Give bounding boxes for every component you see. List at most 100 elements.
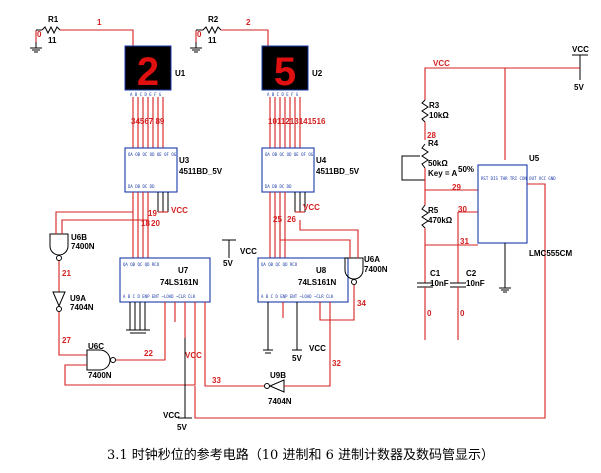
- figure-caption: 3.1 时钟秒位的参考电路（10 进制和 6 进制计数器及数码管显示）: [106, 448, 495, 463]
- vcc-label-555: VCC: [433, 59, 450, 68]
- bus-u2-u4: 1011213141516: [268, 97, 326, 148]
- u2-label: U2: [312, 69, 323, 78]
- u3-part: 4511BD_5V: [179, 167, 223, 176]
- resistor-r2: R2 11 2 0: [195, 15, 269, 48]
- u6a-part: 7400N: [364, 265, 388, 274]
- net-0-label-r2: 0: [197, 30, 202, 39]
- c1-value: 10nF: [430, 279, 449, 288]
- u7-label: U7: [178, 266, 189, 275]
- counter-u7: QA QB QC QD RCO A B C D ENP ENT ~LOAD ~C…: [119, 257, 211, 334]
- vcc-rail-decoders: 19 VCC 18 20 VCC 25 26 VCC 5V: [141, 203, 320, 268]
- resistor-r3: R3 10kΩ 28: [421, 99, 449, 140]
- u4-out-pins: OA OB OC OD OE OF OG: [265, 152, 314, 157]
- net-0-label-r1: 0: [37, 30, 42, 39]
- capacitor-c2: C2 10nF 0: [450, 245, 485, 340]
- u3-label: U3: [179, 156, 190, 165]
- net-28-label: 28: [427, 131, 436, 140]
- resistor-r1: R1 11 1 0: [35, 15, 134, 48]
- r4-value: 50kΩ: [428, 159, 448, 168]
- r1-value: 11: [48, 36, 57, 45]
- bus-u1-u3: 34567 89: [131, 97, 165, 148]
- u1-pin-labels: A B C D E F G: [130, 92, 162, 97]
- decoder-u4: OA OB OC OD OE OF OG DA DB DC DD U4 4511…: [261, 147, 360, 260]
- u4-part: 4511BD_5V: [316, 167, 360, 176]
- u1-digit: 2: [137, 50, 159, 94]
- timer-u5: RST DIS THR TRI CON OUT VCC GND U5 LMC55…: [477, 154, 572, 293]
- vcc-label-u7: VCC: [185, 351, 202, 360]
- net-19-label: 19: [148, 209, 157, 218]
- vcc-label-u8: VCC: [309, 344, 326, 353]
- r5-label: R5: [428, 206, 439, 215]
- vcc-label-u4: VCC: [303, 203, 320, 212]
- u8-q-pins: QA QB QC QD RCO: [261, 262, 298, 267]
- net-0-label-c1: 0: [427, 309, 432, 318]
- u9b-part: 7404N: [268, 397, 292, 406]
- u6b-part: 7400N: [71, 242, 95, 251]
- u3-bus-label: 34567 89: [131, 117, 165, 126]
- net-34-label: 34: [357, 299, 366, 308]
- net-25-label: 25: [273, 215, 282, 224]
- u7-q-pins: QA QB QC QD RCO: [123, 262, 160, 267]
- vcc-supply-bottom: VCC 5V: [163, 338, 192, 432]
- 5v-label-u8: 5V: [292, 354, 302, 363]
- u8-part: 74LS161N: [298, 278, 336, 287]
- net-33-label: 33: [212, 376, 221, 385]
- r5-value: 470kΩ: [428, 216, 453, 225]
- net-18-label: 18: [141, 219, 150, 228]
- net-21-label: 21: [62, 269, 71, 278]
- net-0-label-c2: 0: [460, 309, 465, 318]
- net-31-label: 31: [460, 237, 469, 246]
- seven-segment-display-u2: 5 A B C D E F G U2: [261, 45, 323, 97]
- nand-gate-u6c: U6C 7400N 22 VCC: [64, 302, 202, 386]
- r2-value: 11: [208, 36, 217, 45]
- ground-r2: [190, 42, 202, 53]
- u2-pin-labels: A B C D E F G: [267, 92, 299, 97]
- counter-u8: QA QB QC QD RCO A B C D ENP ENT ~LOAD ~C…: [257, 257, 349, 363]
- u4-label: U4: [316, 156, 327, 165]
- r4-label: R4: [428, 139, 439, 148]
- u7-in-pins: A B C D ENP ENT ~LOAD ~CLR CLK: [123, 294, 196, 299]
- u3-out-pins: OA OB OC OD OE OF OG: [128, 152, 177, 157]
- resistor-r5: R5 470kΩ 30 31: [421, 190, 478, 246]
- u9b-label: U9B: [270, 371, 286, 380]
- net-26-label: 26: [287, 215, 296, 224]
- nand-gate-u6a: U6A 7400N 34: [279, 220, 388, 321]
- decoder-u3: OA OB OC OD OE OF OG DA DB DC DD U3 4511…: [124, 147, 223, 260]
- vcc-label-u3: VCC: [171, 206, 188, 215]
- net-32-label: 32: [332, 359, 341, 368]
- net-1-label: 1: [97, 18, 102, 27]
- net-29-label: 29: [452, 183, 461, 192]
- seven-segment-display-u1: 2 A B C D E F G U1: [124, 45, 186, 97]
- u5-pins: RST DIS THR TRI CON OUT VCC GND: [481, 176, 556, 181]
- 5v-label-bottom: 5V: [177, 423, 187, 432]
- r3-label: R3: [429, 101, 440, 110]
- vcc-label-bottom: VCC: [163, 411, 180, 420]
- vcc-label-top: VCC: [572, 45, 589, 54]
- vcc-supply-top-right: VCC 5V VCC: [424, 45, 589, 160]
- net-30-label: 30: [458, 205, 467, 214]
- u2-digit: 5: [274, 50, 296, 94]
- u5-label: U5: [529, 154, 540, 163]
- 5v-label-mid: 5V: [223, 259, 233, 268]
- u6a-label: U6A: [364, 255, 380, 264]
- net-2-label: 2: [246, 18, 251, 27]
- u4-in-pins: DA DB DC DD: [265, 184, 292, 189]
- r4-percent: 50%: [458, 165, 474, 174]
- u7-part: 74LS161N: [160, 278, 198, 287]
- net-20-label: 20: [151, 219, 160, 228]
- inverter-u9b: U9B 7404N 33 32: [204, 302, 341, 406]
- c2-value: 10nF: [466, 279, 485, 288]
- c1-label: C1: [430, 269, 441, 278]
- nand-gate-u6b: U6B 7400N 21: [49, 211, 148, 292]
- u3-in-pins: DA DB DC DD: [128, 184, 155, 189]
- u4-bus-label: 1011213141516: [268, 117, 326, 126]
- u6c-label: U6C: [88, 342, 104, 351]
- inverter-u9a: U9A 7404N 27: [52, 291, 94, 356]
- r3-value: 10kΩ: [429, 111, 449, 120]
- u5-part: LMC555CM: [529, 249, 572, 258]
- u6b-label: U6B: [71, 233, 87, 242]
- 5v-label-top: 5V: [574, 83, 584, 92]
- net-22-label: 22: [144, 349, 153, 358]
- r4-key: Key = A: [428, 169, 457, 178]
